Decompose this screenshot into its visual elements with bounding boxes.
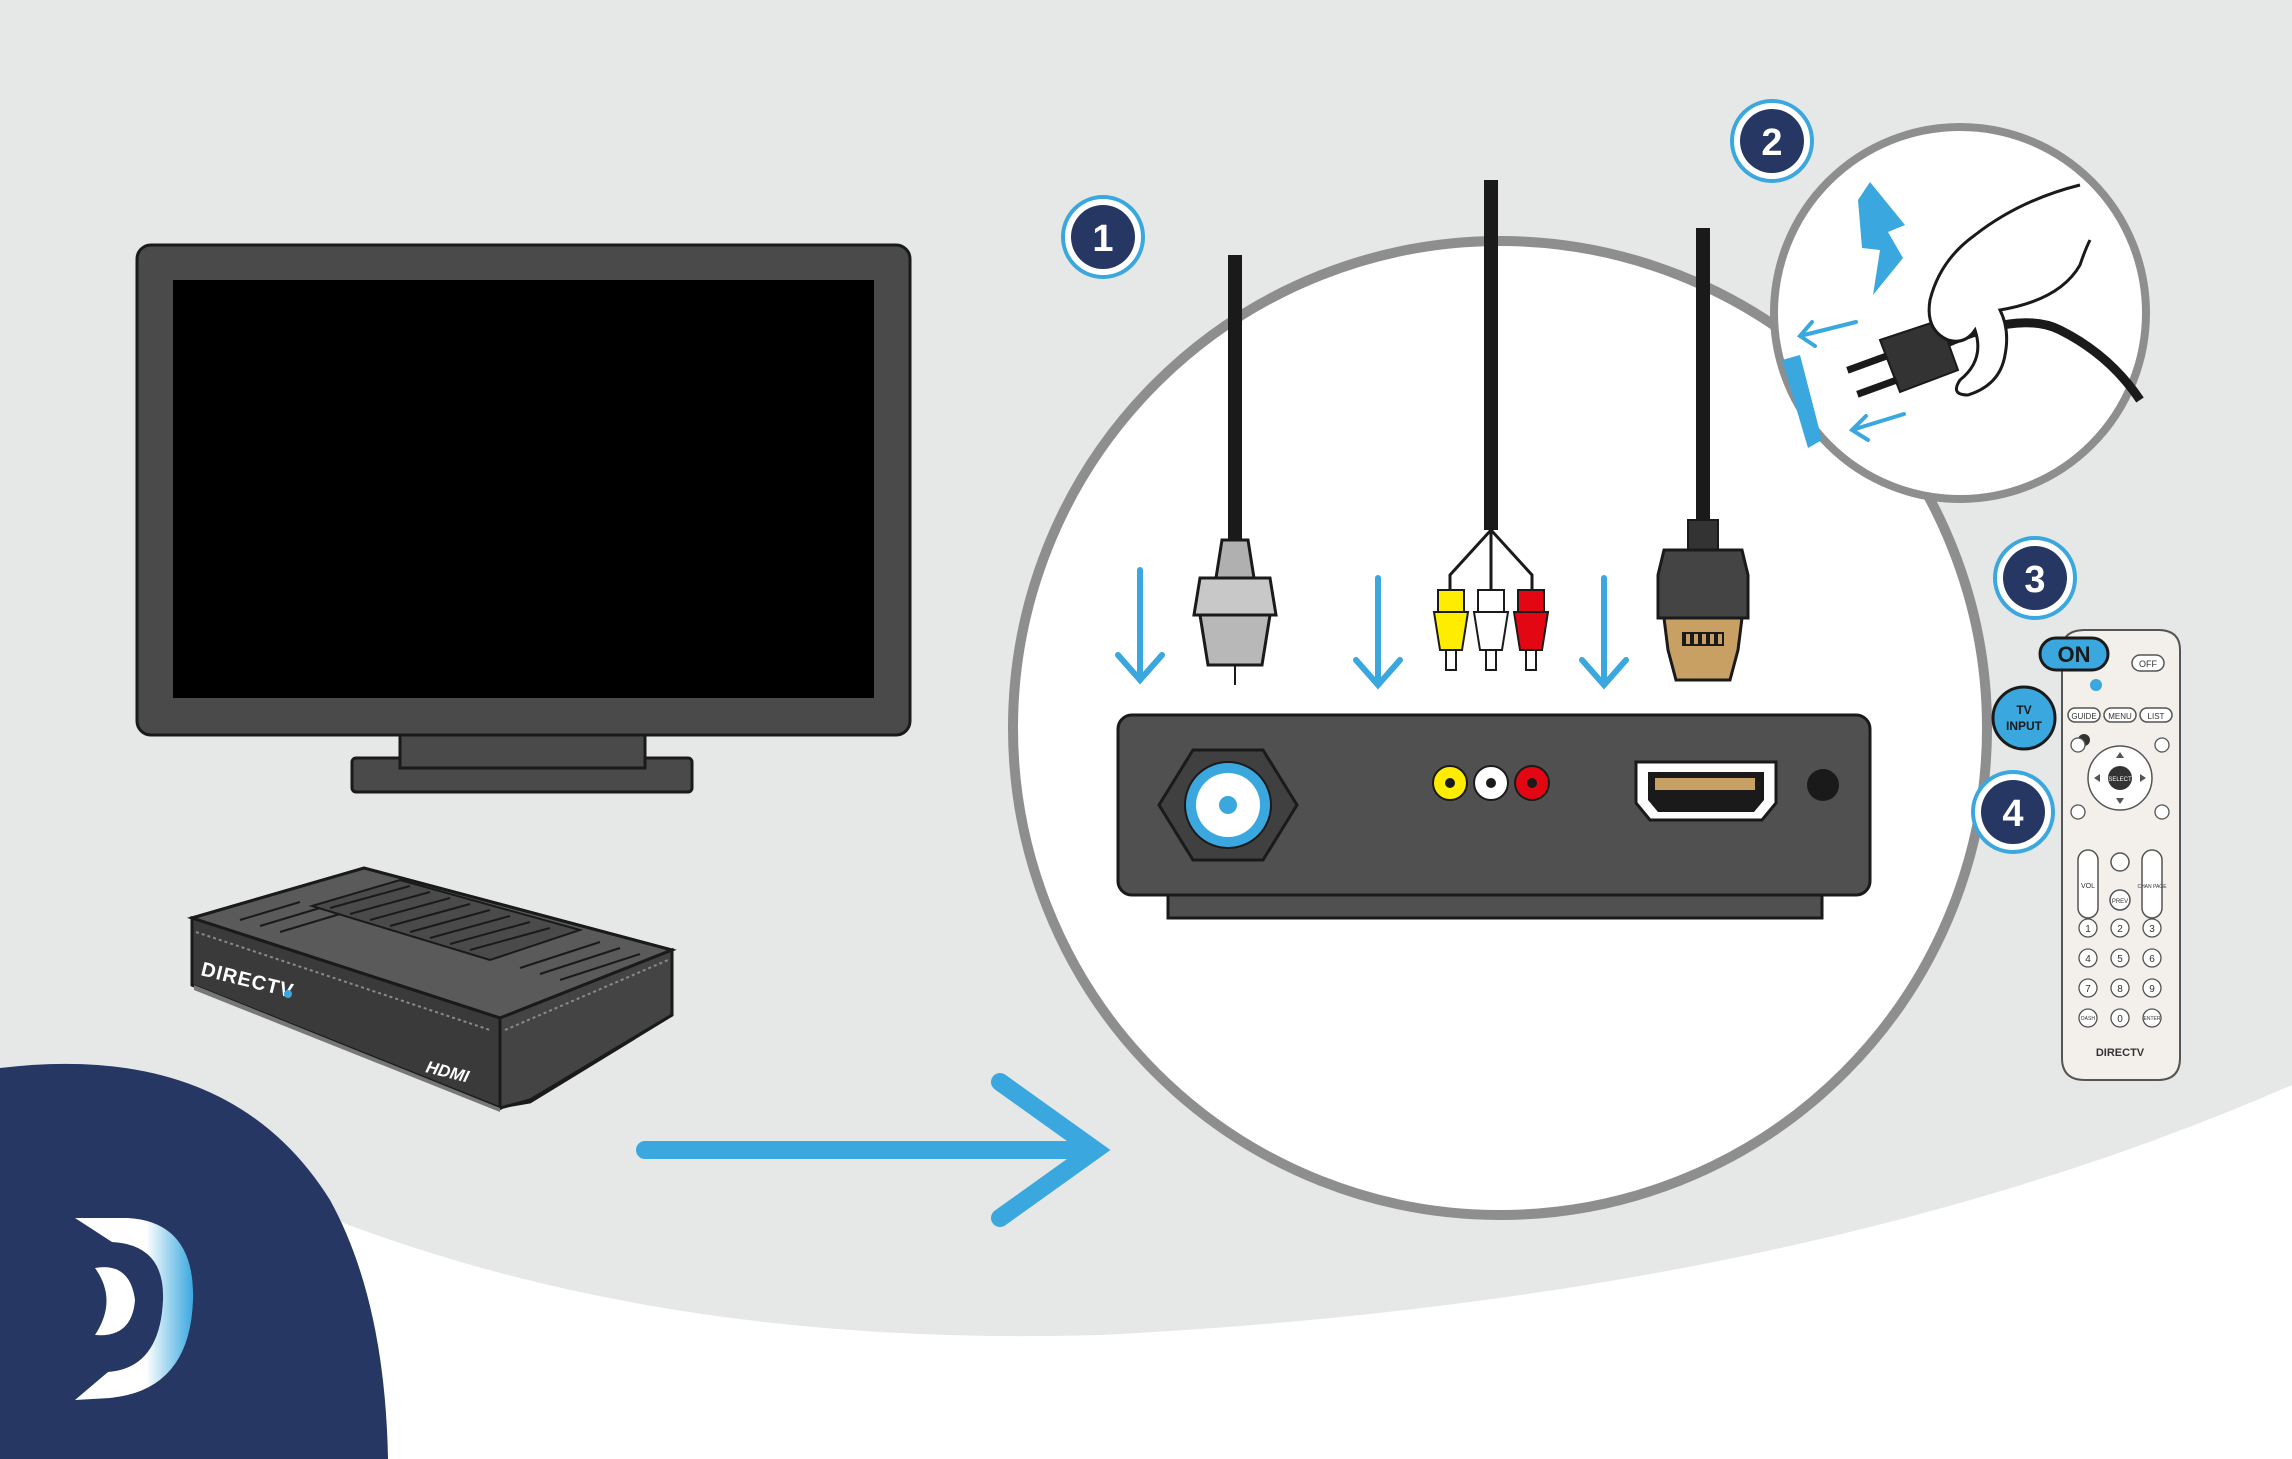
remote-key-0-label: 0 [2117, 1014, 2123, 1025]
step-badge-1: 1 [1061, 195, 1145, 279]
step-badge-3: 3 [1993, 536, 2077, 620]
remote-key-9[interactable] [2142, 978, 2162, 998]
remote-key-7-label: 7 [2085, 984, 2091, 995]
remote-key-8[interactable] [2110, 978, 2130, 998]
remote-select-label: SELECT [2108, 777, 2132, 783]
remote-on-label: ON [2058, 642, 2091, 667]
step-badge-2: 2 [1730, 99, 1814, 183]
remote-dash-label: DASH [2081, 1016, 2095, 1022]
step-number-3: 3 [2024, 559, 2045, 601]
remote-key-8-label: 8 [2117, 984, 2123, 995]
settop-box-icon: DIRECTV HDMI [186, 866, 677, 1112]
remote-key-7[interactable] [2078, 978, 2098, 998]
remote-select-button[interactable] [2108, 766, 2132, 790]
lightning-icon [1858, 182, 1905, 295]
step-number-2: 2 [1761, 122, 1782, 164]
connection-zoom-circle [1008, 180, 1992, 1220]
remote-key-1-label: 1 [2085, 924, 2091, 935]
remote-key-2[interactable] [2110, 918, 2130, 938]
remote-chan-rocker[interactable] [2141, 849, 2163, 919]
remote-key-0[interactable] [2110, 1008, 2130, 1028]
remote-key-1[interactable] [2078, 918, 2098, 938]
remote-tv-input-button[interactable] [1991, 685, 2057, 751]
remote-list-button[interactable] [2139, 707, 2173, 723]
insert-arrow-icon [1115, 567, 1629, 690]
remote-vol-rocker[interactable] [2077, 849, 2099, 919]
directv-logo-icon [75, 1218, 194, 1400]
power-jack-icon [1807, 769, 1839, 801]
step-number-4: 4 [2002, 793, 2023, 835]
remote-off-label: OFF [2139, 659, 2157, 669]
rca-cable-icon [1432, 180, 1550, 671]
hdmi-cable-icon [1656, 228, 1750, 682]
remote-brand-label: DIRECTV [2096, 1047, 2145, 1059]
power-plug-icon [1846, 318, 1960, 398]
remote-tv-label: TV [2016, 703, 2031, 717]
decoder-rear-panel [1116, 713, 1872, 920]
unplug-detail-circle [1770, 123, 2150, 503]
step-badge-4: 4 [1971, 770, 2055, 854]
remote-key-9-label: 9 [2149, 984, 2155, 995]
remote-key-6-label: 6 [2149, 954, 2155, 965]
remote-guide-label: GUIDE [2071, 712, 2096, 721]
remote-key-5-label: 5 [2117, 954, 2123, 965]
remote-prev-button[interactable] [2109, 889, 2131, 911]
remote-keypad: 1 2 3 4 5 6 7 8 9 0 DASH ENTER [2078, 918, 2162, 1028]
remote-input-label: INPUT [2006, 719, 2043, 733]
remote-dash-button[interactable] [2078, 1008, 2098, 1028]
remote-enter-button[interactable] [2142, 1008, 2162, 1028]
remote-key-3-label: 3 [2149, 924, 2155, 935]
remote-key-5[interactable] [2110, 948, 2130, 968]
coax-cable-icon [1192, 255, 1278, 685]
remote-key-6[interactable] [2142, 948, 2162, 968]
remote-control-icon: ON OFF TV INPUT GUIDE MENU LIST SELECT V… [1991, 629, 2181, 1081]
step-number-1: 1 [1092, 218, 1113, 260]
corner-brand-shape [0, 1063, 388, 1459]
remote-guide-button[interactable] [2067, 707, 2101, 723]
settop-led-icon [284, 990, 292, 998]
remote-on-button[interactable] [2038, 636, 2110, 672]
tv-icon [135, 243, 912, 794]
remote-key-2-label: 2 [2117, 924, 2123, 935]
remote-vol-label: VOL [2081, 883, 2095, 890]
hand-icon [1927, 183, 2092, 397]
remote-enter-label: ENTER [2144, 1016, 2161, 1022]
remote-menu-label: MENU [2108, 712, 2132, 721]
arrow-right-icon [636, 1073, 1111, 1227]
remote-list-label: LIST [2148, 712, 2165, 721]
remote-menu-button[interactable] [2103, 707, 2137, 723]
remote-key-3[interactable] [2142, 918, 2162, 938]
remote-chan-label: CHAN PAGE [2137, 884, 2167, 890]
remote-key-4-label: 4 [2085, 954, 2091, 965]
remote-mute-button[interactable] [2110, 852, 2130, 872]
remote-prev-label: PREV [2112, 899, 2128, 905]
remote-off-button[interactable] [2131, 654, 2165, 672]
remote-key-4[interactable] [2078, 948, 2098, 968]
